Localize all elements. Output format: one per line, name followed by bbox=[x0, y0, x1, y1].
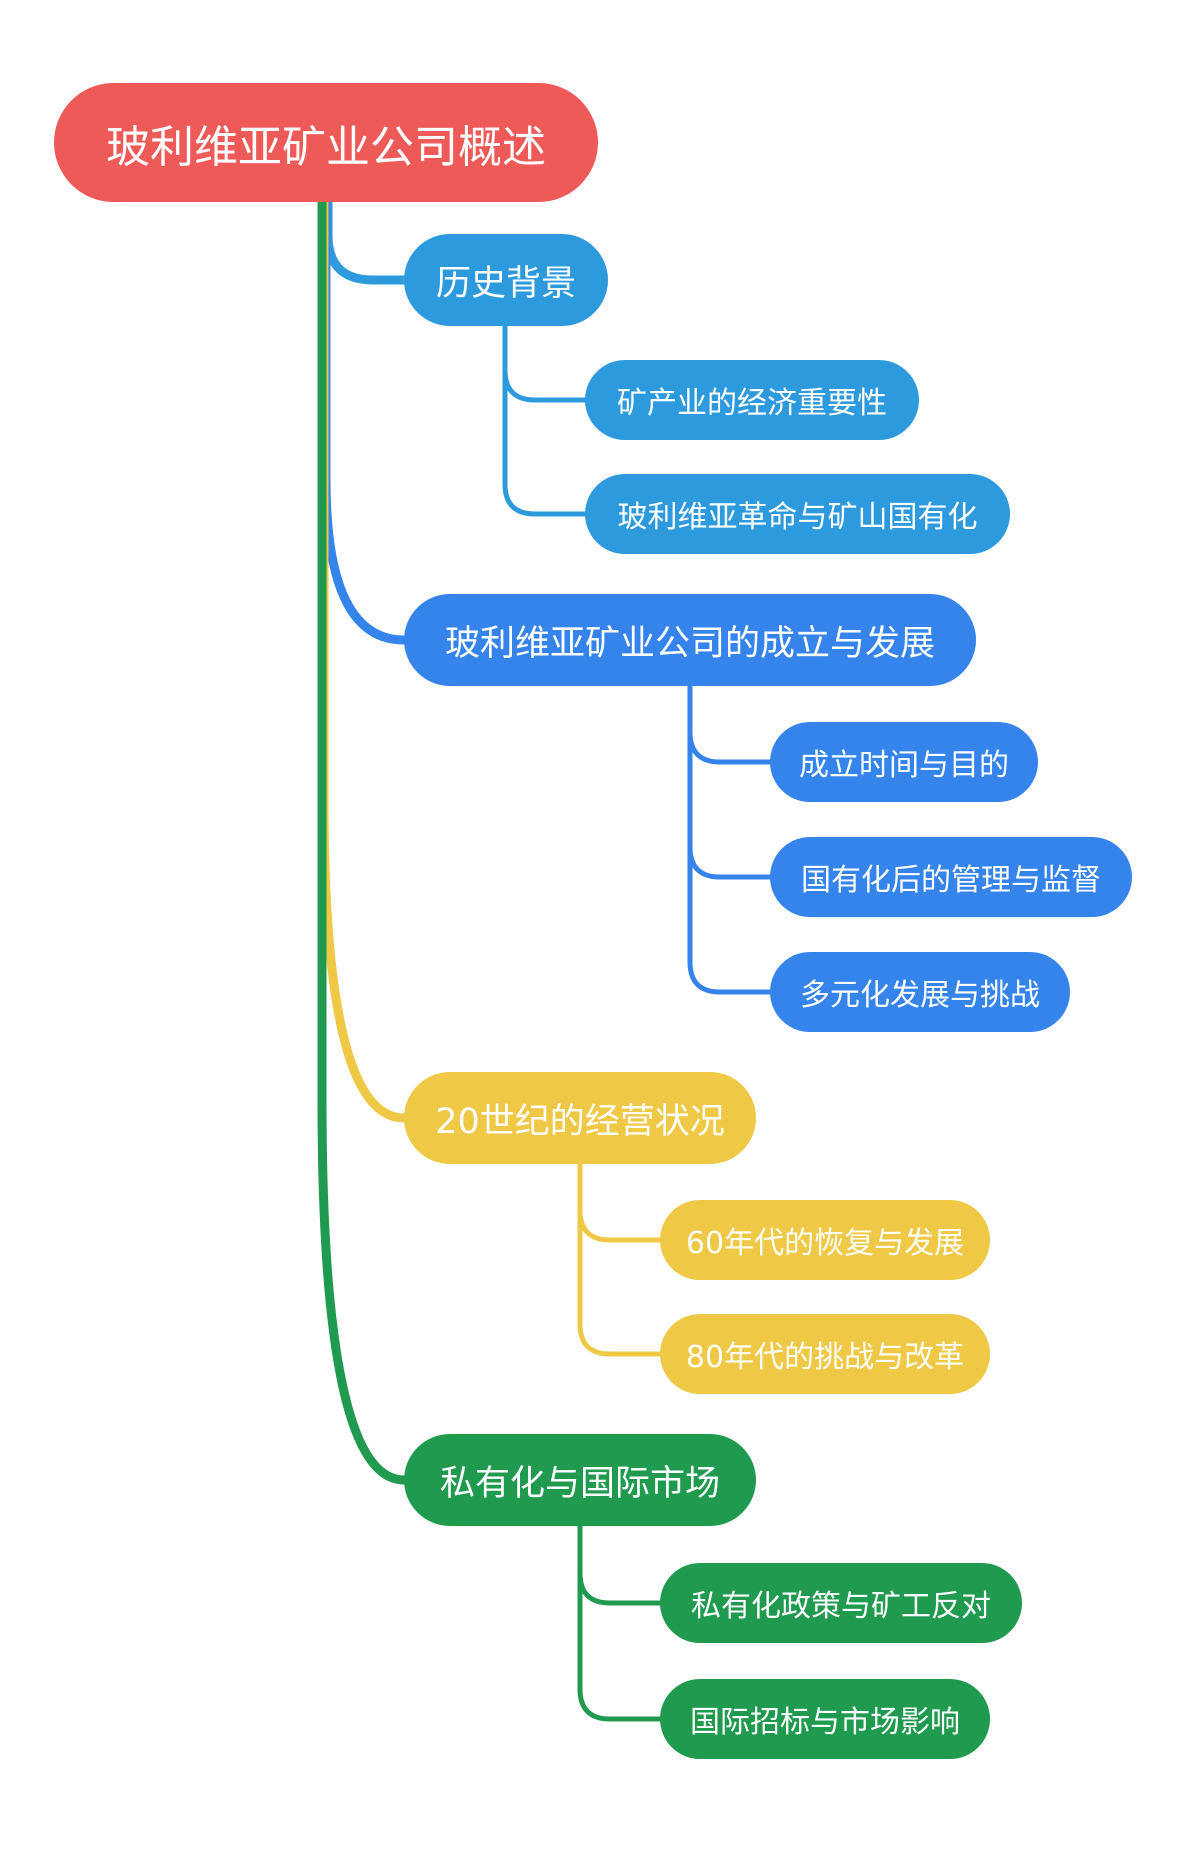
edge-establish-3 bbox=[687, 683, 773, 995]
leaf-private-2-node[interactable]: 国际招标与市场影响 bbox=[660, 1679, 990, 1759]
root-node[interactable]: 玻利维亚矿业公司概述 bbox=[54, 83, 598, 202]
edge-century-1 bbox=[577, 1161, 663, 1243]
branch-century-node[interactable]: 20世纪的经营状况 bbox=[404, 1072, 756, 1164]
edge-private-1 bbox=[577, 1523, 663, 1606]
leaf-history-1-node[interactable]: 矿产业的经济重要性 bbox=[585, 360, 919, 440]
edge-establish-1 bbox=[687, 683, 773, 765]
edge-century-2 bbox=[577, 1161, 663, 1357]
leaf-century-2-node[interactable]: 80年代的挑战与改革 bbox=[660, 1314, 990, 1394]
edge-history-1 bbox=[502, 323, 588, 403]
branch-private-node[interactable]: 私有化与国际市场 bbox=[404, 1434, 756, 1526]
edge-history-2 bbox=[502, 323, 588, 517]
leaf-history-2-node[interactable]: 玻利维亚革命与矿山国有化 bbox=[585, 474, 1010, 554]
branch-establish-node[interactable]: 玻利维亚矿业公司的成立与发展 bbox=[404, 594, 976, 686]
leaf-century-1-node[interactable]: 60年代的恢复与发展 bbox=[660, 1200, 990, 1280]
leaf-establish-3-node[interactable]: 多元化发展与挑战 bbox=[770, 952, 1070, 1032]
edge-establish-2 bbox=[687, 683, 773, 880]
edge-private-2 bbox=[577, 1523, 663, 1722]
leaf-establish-2-node[interactable]: 国有化后的管理与监督 bbox=[770, 837, 1132, 917]
leaf-establish-1-node[interactable]: 成立时间与目的 bbox=[770, 722, 1038, 802]
leaf-private-1-node[interactable]: 私有化政策与矿工反对 bbox=[660, 1563, 1022, 1643]
edge-root-history bbox=[323, 197, 409, 285]
edge-root-private bbox=[317, 197, 409, 1485]
edge-root-century bbox=[319, 197, 409, 1123]
branch-history-node[interactable]: 历史背景 bbox=[404, 234, 608, 326]
